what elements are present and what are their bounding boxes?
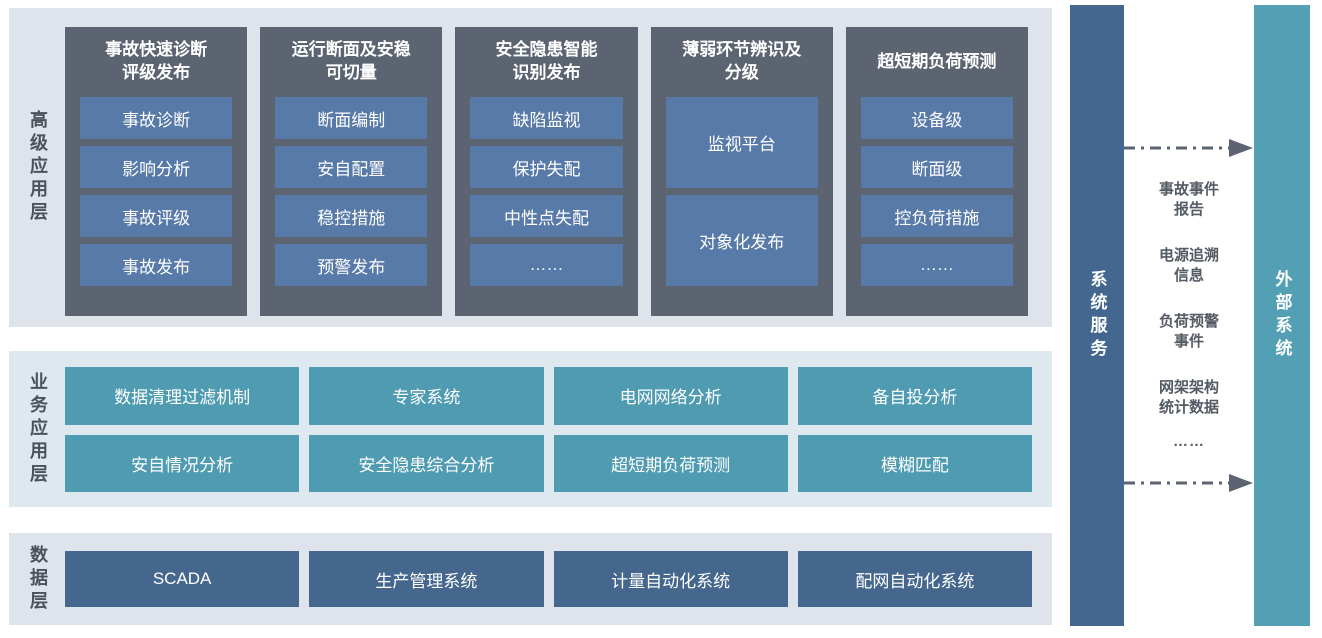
module-chip: 事故诊断 — [80, 97, 233, 139]
exchange-item: 网架架构 统计数据 — [1158, 379, 1219, 416]
layer-label-business-text: 业务应用层 — [28, 371, 48, 487]
module-chip: 断面编制 — [275, 97, 428, 139]
data-cell: 生产管理系统 — [309, 551, 544, 607]
layer-advanced-panel: 高级应用层 事故快速诊断 评级发布 事故诊断 影响分析 事故评级 事故发布 运行… — [9, 8, 1052, 327]
module-chip: 保护失配 — [470, 146, 623, 188]
module-card-weak-link: 薄弱环节辨识及 分级 监视平台 对象化发布 — [650, 27, 833, 316]
module-card-title: 薄弱环节辨识及 分级 — [682, 40, 802, 82]
module-columns: 事故快速诊断 评级发布 事故诊断 影响分析 事故评级 事故发布 运行断面及安稳 … — [65, 27, 1029, 316]
module-card-items: 设备级 断面级 控负荷措施 …… — [860, 97, 1014, 286]
business-grid: 数据清理过滤机制 专家系统 电网网络分析 备自投分析 安自情况分析 安全隐患综合… — [65, 367, 1032, 492]
module-card-title: 超短期负荷预测 — [877, 51, 997, 71]
module-card-hidden-danger: 安全隐患智能 识别发布 缺陷监视 保护失配 中性点失配 …… — [455, 27, 638, 316]
module-chip: 稳控措施 — [275, 195, 428, 237]
module-card-items: 监视平台 对象化发布 — [665, 97, 818, 286]
module-card-title: 事故快速诊断 评级发布 — [105, 40, 208, 82]
module-card-operation-section: 运行断面及安稳 可切量 断面编制 安自配置 稳控措施 预警发布 — [260, 27, 443, 316]
module-chip: 设备级 — [860, 97, 1014, 139]
exchange-column: 事故事件 报告 电源追溯 信息 负荷预警 事件 网架架构 统计数据 …… — [1124, 5, 1254, 626]
layer-label-data: 数据层 — [9, 533, 67, 625]
ellipsis-text: …… — [1173, 433, 1205, 450]
module-card-items: 缺陷监视 保护失配 中性点失配 …… — [470, 97, 623, 286]
business-cell: 安自情况分析 — [65, 434, 300, 492]
external-system-bar-label: 外部系统 — [1272, 269, 1292, 362]
layer-label-advanced: 高级应用层 — [9, 8, 67, 327]
layer-data-panel: 数据层 SCADA 生产管理系统 计量自动化系统 配网自动化系统 — [9, 533, 1052, 625]
module-chip: 监视平台 — [665, 97, 818, 188]
system-service-bar: 系统服务 — [1070, 5, 1124, 626]
module-chip: 安自配置 — [275, 146, 428, 188]
module-chip: 控负荷措施 — [860, 195, 1014, 237]
business-cell: 模糊匹配 — [797, 434, 1032, 492]
business-cell: 专家系统 — [309, 367, 544, 425]
module-chip: 对象化发布 — [665, 195, 818, 286]
exchange-item: 事故事件 报告 — [1158, 181, 1219, 218]
module-chip: 缺陷监视 — [470, 97, 623, 139]
module-card-items: 事故诊断 影响分析 事故评级 事故发布 — [80, 97, 233, 286]
data-grid: SCADA 生产管理系统 计量自动化系统 配网自动化系统 — [65, 551, 1032, 607]
module-chip: …… — [860, 244, 1014, 286]
module-chip: 中性点失配 — [470, 195, 623, 237]
dashed-arrow-right-icon — [1124, 139, 1253, 157]
business-cell: 数据清理过滤机制 — [65, 367, 300, 425]
module-chip: …… — [470, 244, 623, 286]
module-card-accident-diagnosis: 事故快速诊断 评级发布 事故诊断 影响分析 事故评级 事故发布 — [65, 27, 248, 316]
exchange-item: 电源追溯 信息 — [1158, 247, 1219, 284]
layer-label-business: 业务应用层 — [9, 351, 67, 507]
layer-business-panel: 业务应用层 数据清理过滤机制 专家系统 电网网络分析 备自投分析 安自情况分析 … — [9, 351, 1052, 507]
module-chip: 断面级 — [860, 146, 1014, 188]
data-cell: 计量自动化系统 — [553, 551, 788, 607]
exchange-item: 负荷预警 事件 — [1158, 313, 1219, 350]
exchange-items: 事故事件 报告 电源追溯 信息 负荷预警 事件 网架架构 统计数据 …… — [1124, 180, 1254, 452]
business-cell: 超短期负荷预测 — [553, 434, 788, 492]
module-chip: 事故发布 — [80, 244, 233, 286]
external-system-bar: 外部系统 — [1254, 5, 1310, 626]
layer-label-data-text: 数据层 — [28, 544, 48, 614]
module-chip: 事故评级 — [80, 195, 233, 237]
data-cell: SCADA — [65, 551, 300, 607]
data-cell: 配网自动化系统 — [797, 551, 1032, 607]
module-chip: 预警发布 — [275, 244, 428, 286]
module-card-items: 断面编制 安自配置 稳控措施 预警发布 — [275, 97, 428, 286]
module-card-title: 安全隐患智能 识别发布 — [495, 40, 598, 82]
business-cell: 电网网络分析 — [553, 367, 788, 425]
module-card-load-forecast: 超短期负荷预测 设备级 断面级 控负荷措施 …… — [845, 27, 1029, 316]
layer-label-advanced-text: 高级应用层 — [28, 110, 48, 225]
business-cell: 安全隐患综合分析 — [309, 434, 544, 492]
system-service-bar-label: 系统服务 — [1087, 269, 1107, 362]
module-card-title: 运行断面及安稳 可切量 — [291, 40, 411, 82]
module-chip: 影响分析 — [80, 146, 233, 188]
dashed-arrow-right-icon — [1124, 474, 1253, 492]
business-cell: 备自投分析 — [797, 367, 1032, 425]
